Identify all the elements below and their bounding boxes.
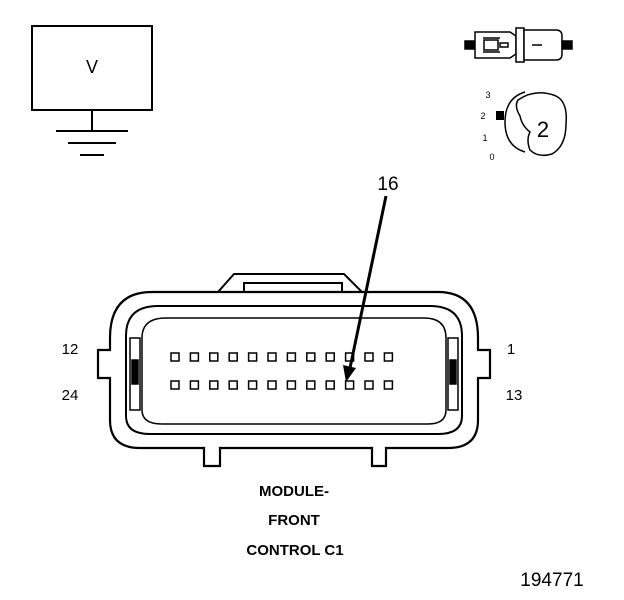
voltmeter-label: V — [86, 57, 98, 77]
pin-cavity-1 — [383, 352, 394, 362]
pin-cavity-24 — [170, 380, 180, 390]
dial-setting: 2 — [537, 117, 549, 142]
pin-cavity-2 — [364, 352, 374, 362]
dial-mark-2: 2 — [480, 111, 485, 121]
pin-cavity-13 — [383, 380, 394, 390]
pin-cavity-22 — [209, 380, 219, 390]
pin-label-13: 13 — [506, 387, 523, 404]
pin-label-12: 12 — [62, 341, 79, 358]
connector-name-line-2: FRONT — [268, 512, 320, 529]
dial-knob — [515, 92, 568, 157]
pin-cavity-6 — [286, 352, 297, 362]
pin-cavity-9 — [228, 352, 238, 362]
figure-id: 194771 — [520, 570, 583, 591]
pin-cavity-4 — [325, 352, 335, 362]
connector-name-line-3: CONTROL C1 — [246, 542, 343, 559]
pin-label-24: 24 — [62, 387, 79, 404]
connector-rim — [125, 305, 463, 435]
latch-housing — [217, 273, 363, 293]
voltmeter-symbol — [31, 25, 153, 156]
pin-cavity-16 — [325, 380, 335, 390]
connector-c1 — [96, 273, 492, 468]
connector-shell — [96, 290, 492, 468]
pin-cavity-5 — [306, 352, 316, 362]
dial-pointer — [496, 111, 504, 120]
pin-cavity-15 — [344, 380, 355, 390]
pin-cavity-18 — [286, 380, 297, 390]
pin-cavity-14 — [364, 380, 374, 390]
pin-cavity-10 — [209, 352, 219, 362]
selector-dial-icon — [496, 91, 568, 157]
probe-pin-label: 16 — [377, 174, 398, 195]
dial-mark-1: 1 — [482, 133, 487, 143]
pin-cavity-20 — [247, 380, 258, 390]
pin-cavity-8 — [247, 352, 258, 362]
dial-mark-3: 3 — [485, 90, 490, 100]
pin-cavity-19 — [267, 380, 277, 390]
pin-cavity-23 — [189, 380, 200, 390]
probe-tool-icon — [464, 27, 573, 63]
dial-mark-0: 0 — [489, 152, 494, 162]
pin-cavity-12 — [170, 352, 180, 362]
connector-name-line-1: MODULE- — [259, 483, 329, 500]
pin-label-1: 1 — [507, 341, 515, 358]
probe-arrow — [343, 195, 388, 382]
connector-face — [141, 317, 447, 425]
pin-cavities — [170, 352, 394, 390]
pin-cavity-21 — [228, 380, 238, 390]
pin-cavity-17 — [306, 380, 316, 390]
pin-cavity-11 — [189, 352, 200, 362]
pin-cavity-7 — [267, 352, 277, 362]
